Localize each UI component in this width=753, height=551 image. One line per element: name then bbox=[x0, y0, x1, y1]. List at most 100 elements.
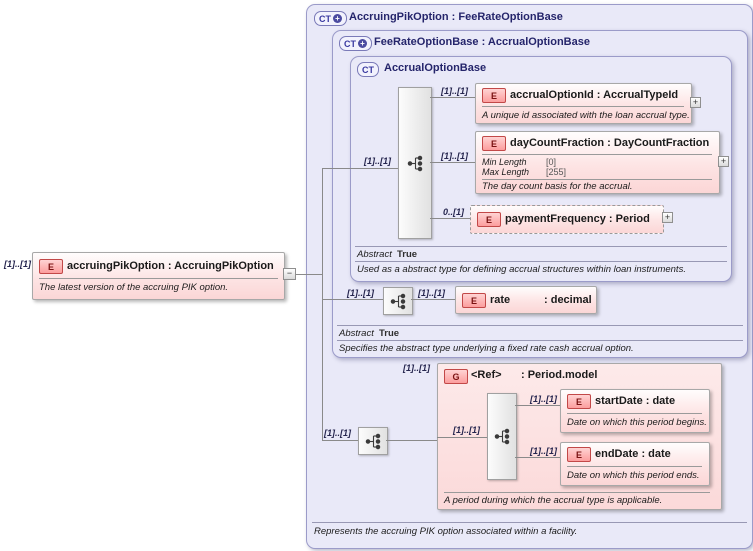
element-title: endDate : date bbox=[595, 448, 671, 460]
facet-label: Min Length bbox=[482, 157, 527, 167]
divider bbox=[444, 492, 710, 493]
cardinality-label: [1]..[1] bbox=[418, 288, 445, 298]
ct-badge: CT + bbox=[339, 36, 372, 51]
cardinality-label: [1]..[1] bbox=[441, 151, 468, 161]
element-box-end-date[interactable]: E endDate : date Date on which this peri… bbox=[560, 442, 710, 486]
connector-line bbox=[515, 405, 560, 406]
abstract-label: Abstract bbox=[357, 249, 392, 260]
element-badge: E bbox=[567, 394, 591, 409]
cardinality-label: [1]..[1] bbox=[324, 428, 351, 438]
divider bbox=[482, 106, 684, 107]
cardinality-label: [1]..[1] bbox=[4, 259, 31, 269]
ct-badge-label: CT bbox=[344, 38, 356, 49]
connector-line bbox=[322, 168, 398, 169]
plus-circle-icon: + bbox=[333, 14, 342, 23]
connector-line bbox=[430, 97, 475, 98]
element-title: accruingPikOption : AccruingPikOption bbox=[67, 260, 274, 272]
element-badge: E bbox=[477, 212, 501, 227]
element-badge: E bbox=[462, 293, 486, 308]
element-annotation: Date on which this period begins. bbox=[567, 417, 707, 428]
cardinality-label: [1]..[1] bbox=[347, 288, 374, 298]
element-box-day-count-fraction[interactable]: E dayCountFraction : DayCountFraction Mi… bbox=[475, 131, 720, 194]
ct-badge: CT bbox=[357, 62, 379, 77]
ct-badge-label: CT bbox=[362, 64, 374, 75]
element-annotation: The latest version of the accruing PIK o… bbox=[39, 282, 229, 293]
connector-line bbox=[386, 440, 437, 441]
ct-annotation: Represents the accruing PIK option assoc… bbox=[314, 526, 578, 537]
connector-line bbox=[322, 440, 358, 441]
element-annotation: The day count basis for the accrual. bbox=[482, 181, 633, 192]
group-badge: G bbox=[444, 369, 468, 384]
element-box-payment-frequency[interactable]: E paymentFrequency : Period bbox=[470, 205, 664, 234]
element-title: startDate : date bbox=[595, 395, 676, 407]
divider bbox=[312, 522, 747, 523]
divider bbox=[39, 278, 278, 279]
ct-annotation: Specifies the abstract type underlying a… bbox=[339, 343, 634, 354]
sequence-icon[interactable] bbox=[358, 427, 388, 455]
collapse-button[interactable]: − bbox=[283, 268, 296, 280]
element-name: rate bbox=[490, 294, 511, 306]
element-annotation: A unique id associated with the loan acc… bbox=[482, 110, 690, 121]
facet-label: Max Length bbox=[482, 167, 530, 177]
element-box-start-date[interactable]: E startDate : date Date on which this pe… bbox=[560, 389, 710, 433]
element-type: : decimal bbox=[544, 294, 592, 306]
element-box-accrual-option-id[interactable]: E accrualOptionId : AccrualTypeId A uniq… bbox=[475, 83, 692, 124]
sequence-glyph bbox=[390, 293, 405, 309]
ct-badge: CT + bbox=[314, 11, 347, 26]
divider bbox=[567, 413, 702, 414]
cardinality-label: [1]..[1] bbox=[441, 86, 468, 96]
element-badge: E bbox=[567, 447, 591, 462]
divider bbox=[567, 466, 702, 467]
abstract-value: True bbox=[397, 249, 418, 260]
element-badge: E bbox=[39, 259, 63, 274]
expand-button[interactable]: + bbox=[718, 156, 729, 167]
cardinality-label: [1]..[1] bbox=[530, 446, 557, 456]
connector-line bbox=[430, 218, 470, 219]
connector-line bbox=[322, 299, 383, 300]
cardinality-label: 0..[1] bbox=[443, 207, 465, 217]
element-title: paymentFrequency : Period bbox=[505, 213, 650, 225]
divider bbox=[337, 340, 743, 341]
divider bbox=[355, 261, 727, 262]
divider bbox=[337, 325, 743, 326]
abstract-label: Abstract bbox=[339, 328, 374, 339]
cardinality-label: [1]..[1] bbox=[453, 425, 480, 435]
sequence-glyph bbox=[494, 428, 509, 445]
connector-line bbox=[515, 457, 560, 458]
sequence-icon[interactable] bbox=[383, 287, 413, 315]
ct-title: AccruingPikOption : FeeRateOptionBase bbox=[349, 11, 563, 23]
element-badge: E bbox=[482, 88, 506, 103]
abstract-value: True bbox=[379, 328, 400, 339]
element-box-accruing-pik-option[interactable]: E accruingPikOption : AccruingPikOption … bbox=[32, 252, 285, 300]
sequence-icon[interactable] bbox=[487, 393, 517, 480]
cardinality-label: [1]..[1] bbox=[530, 394, 557, 404]
element-badge: E bbox=[482, 136, 506, 151]
expand-button[interactable]: + bbox=[662, 212, 673, 223]
ct-title: FeeRateOptionBase : AccrualOptionBase bbox=[374, 36, 590, 48]
connector-line bbox=[411, 299, 455, 300]
facet-value: [0] bbox=[546, 157, 557, 167]
sequence-glyph bbox=[365, 433, 380, 449]
connector-line bbox=[322, 168, 323, 441]
connector-line bbox=[437, 437, 487, 438]
divider bbox=[482, 154, 712, 155]
sequence-icon[interactable] bbox=[398, 87, 432, 239]
group-ref-type: : Period.model bbox=[521, 369, 598, 381]
plus-circle-icon: + bbox=[358, 39, 367, 48]
facet-value: [255] bbox=[546, 167, 567, 177]
divider bbox=[355, 246, 727, 247]
expand-button[interactable]: + bbox=[690, 97, 701, 108]
element-box-rate[interactable]: E rate : decimal bbox=[455, 286, 597, 314]
cardinality-label: [1]..[1] bbox=[403, 363, 430, 373]
element-title: accrualOptionId : AccrualTypeId bbox=[510, 89, 679, 101]
sequence-glyph bbox=[407, 155, 422, 171]
connector-line bbox=[430, 162, 475, 163]
group-ref-name: <Ref> bbox=[471, 369, 502, 381]
element-annotation: Date on which this period ends. bbox=[567, 470, 700, 481]
ct-title: AccrualOptionBase bbox=[384, 62, 487, 74]
ct-badge-label: CT bbox=[319, 13, 331, 24]
cardinality-label: [1]..[1] bbox=[364, 156, 391, 166]
group-annotation: A period during which the accrual type i… bbox=[444, 495, 663, 506]
element-title: dayCountFraction : DayCountFraction bbox=[510, 137, 710, 149]
